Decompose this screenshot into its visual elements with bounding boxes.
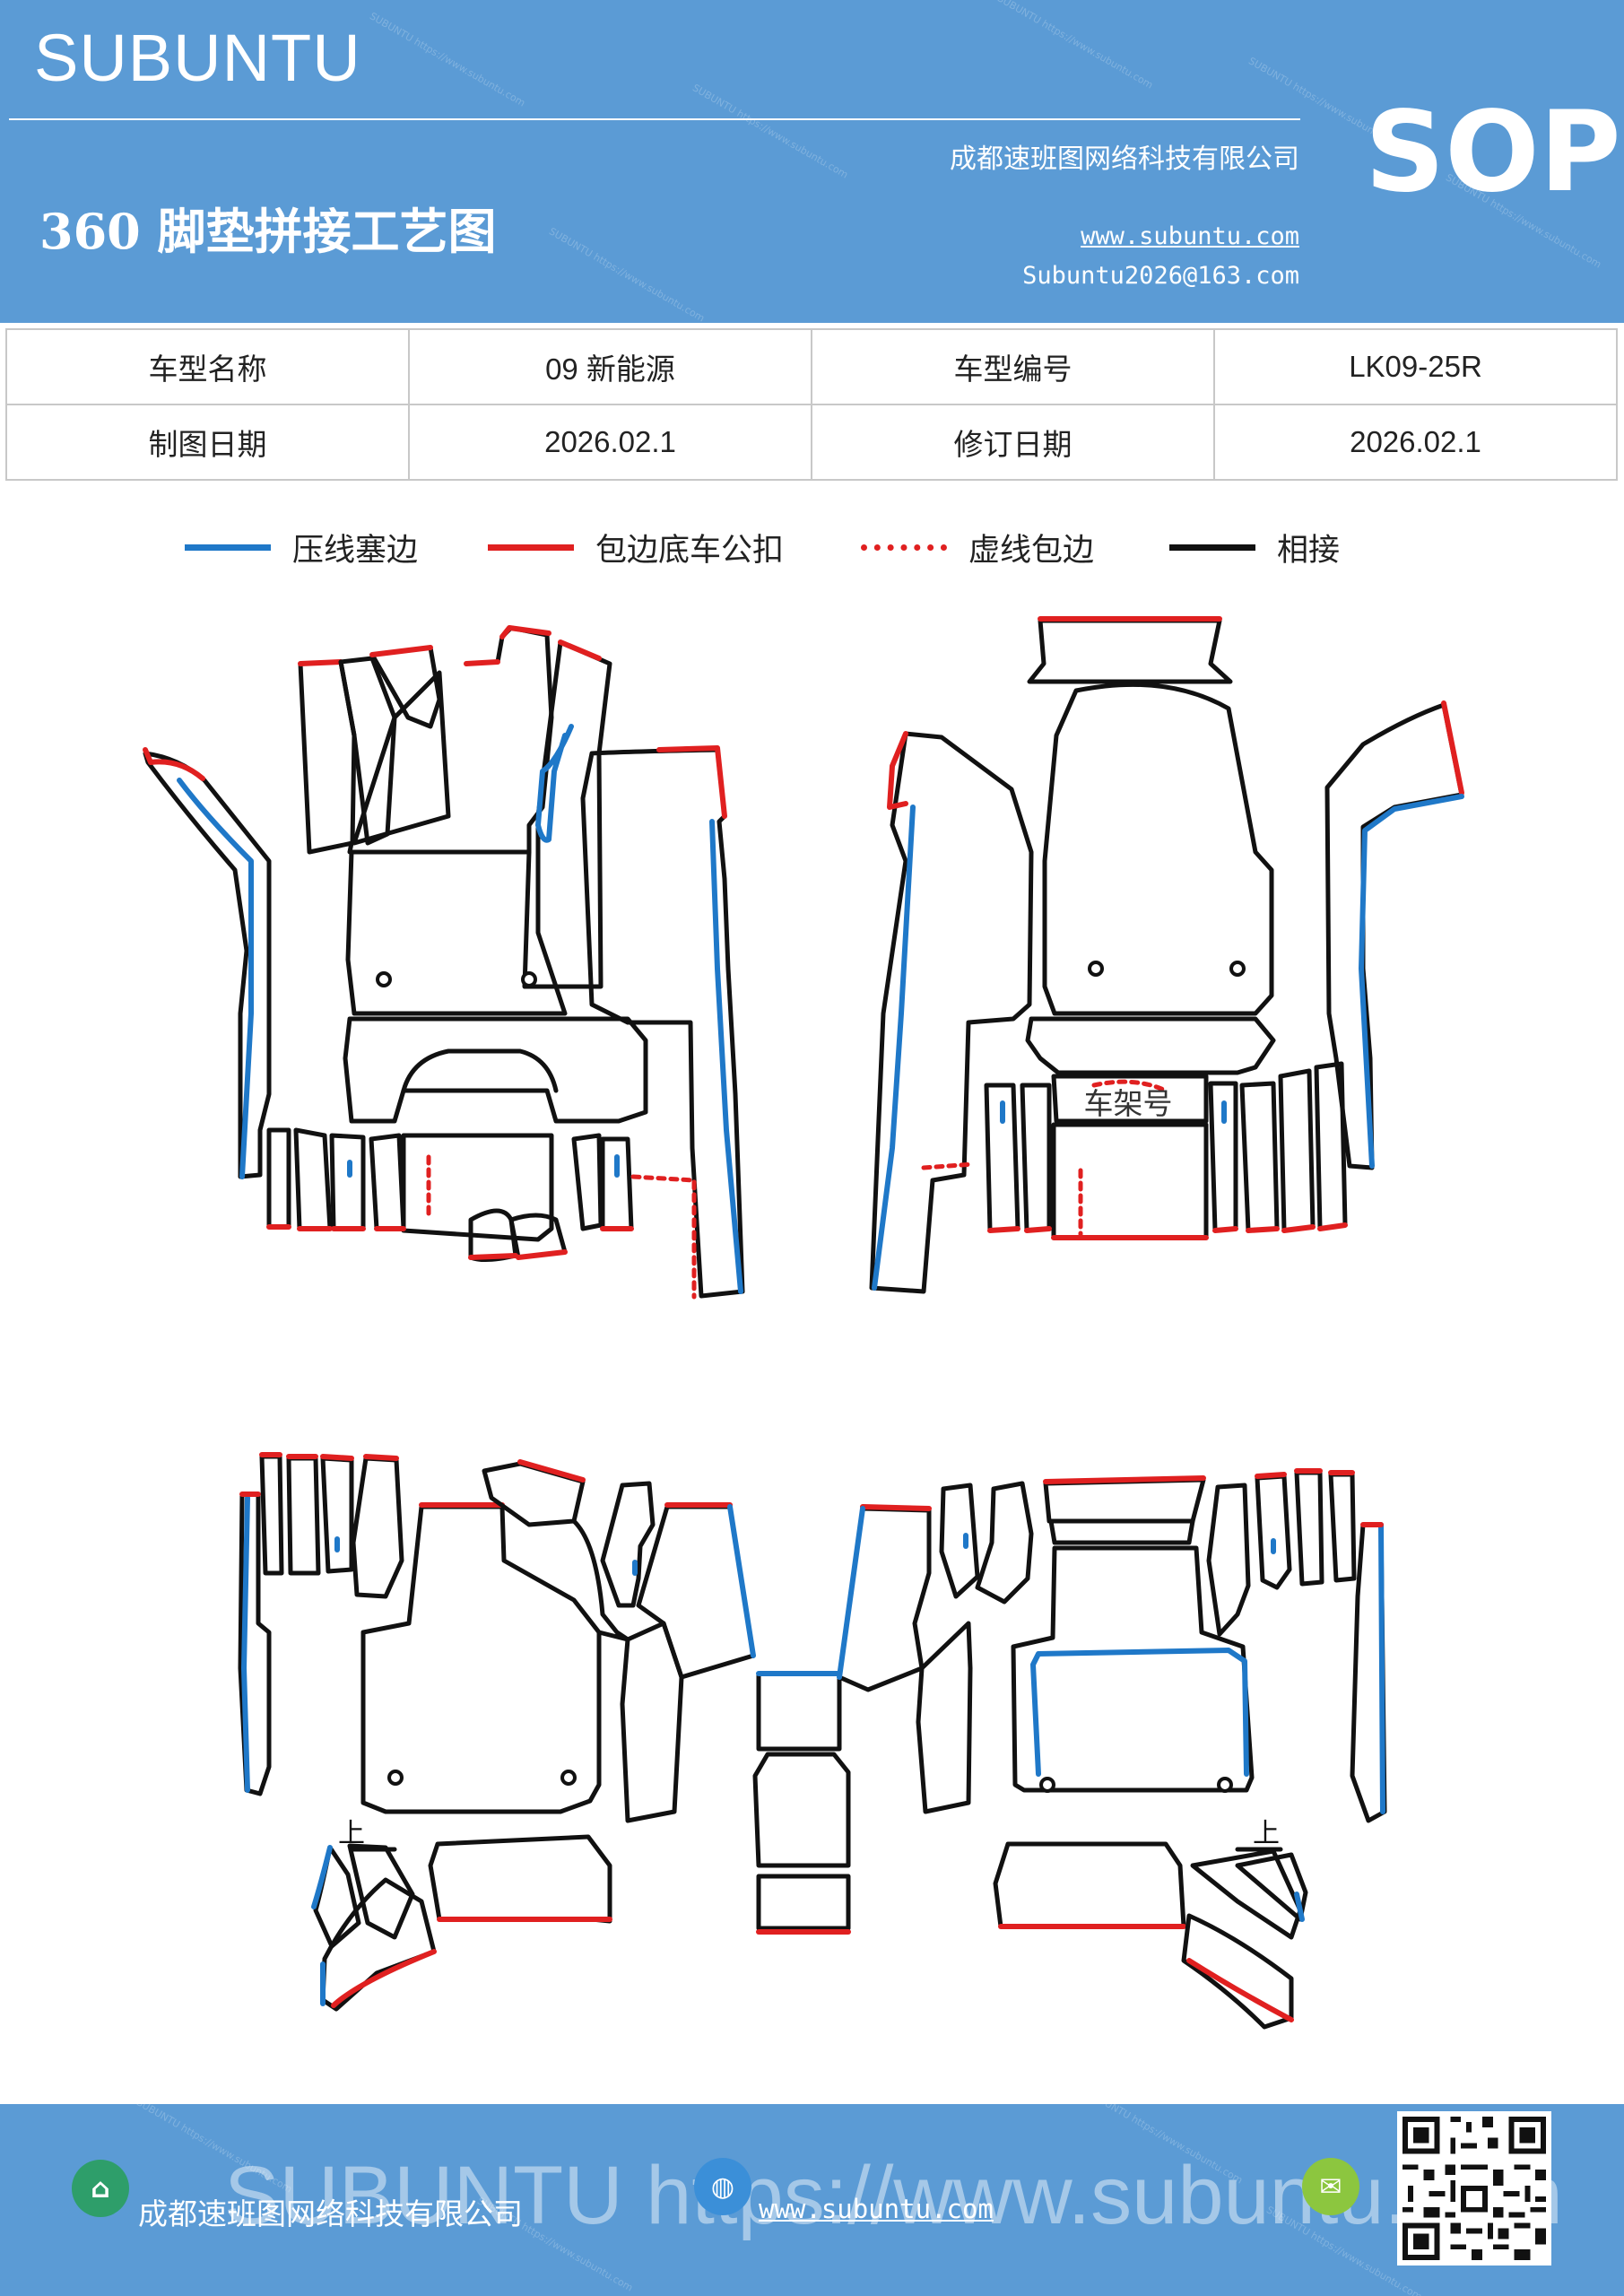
- vin-label: 车架号: [1084, 1086, 1173, 1121]
- watermark: SUBUNTU https://www.subuntu.com: [547, 225, 707, 323]
- table-cell-label: 车型名称: [5, 328, 410, 405]
- table-row: 车型名称 09 新能源 车型编号 LK09-25R: [5, 328, 1618, 405]
- brand-logo-text: SUBUNTU: [34, 21, 361, 95]
- mat-group-top-left: [143, 625, 745, 1300]
- up-mark-left: 上: [338, 1818, 365, 1849]
- wechat-icon: ✉: [1302, 2158, 1359, 2215]
- legend-item-wrap-edge: 包边底车公扣: [488, 520, 784, 574]
- header-banner: SUBUNTU https://www.subuntu.com SUBUNTU …: [0, 0, 1624, 323]
- legend-label: 包边底车公扣: [595, 532, 785, 569]
- table-cell-label: 修订日期: [811, 404, 1215, 481]
- table-cell-value: LK09-25R: [1213, 328, 1618, 405]
- table-cell-value: 2026.02.1: [1213, 404, 1618, 481]
- watermark: SUBUNTU https://www.subuntu.com: [690, 82, 850, 181]
- legend-label: 压线塞边: [292, 532, 419, 569]
- footer-website-link[interactable]: www.subuntu.com: [759, 2194, 994, 2224]
- legend-item-join: 相接: [1169, 520, 1340, 574]
- legend-item-press-line: 压线塞边: [185, 520, 418, 574]
- table-cell-value: 09 新能源: [408, 328, 812, 405]
- floor-mat-splice-diagram: .k { stroke:#111; stroke-width:5; fill:n…: [143, 616, 1464, 2030]
- vehicle-info-table: 车型名称 09 新能源 车型编号 LK09-25R 制图日期 2026.02.1…: [5, 328, 1618, 481]
- legend-swatch: [185, 544, 271, 551]
- header-divider: [9, 118, 1300, 120]
- legend-label: 相接: [1277, 532, 1341, 569]
- document-title: 360 脚垫拼接工艺图: [39, 203, 497, 260]
- mat-group-bottom-center: [752, 1671, 851, 1935]
- company-building-icon: ⌂: [72, 2160, 129, 2217]
- contact-email[interactable]: Subuntu2026@163.com: [1022, 262, 1299, 290]
- legend-swatch: [1169, 544, 1255, 551]
- watermark: SUBUNTU https://www.subuntu.com: [368, 10, 527, 109]
- table-cell-value: 2026.02.1: [408, 404, 812, 481]
- legend-swatch: [488, 544, 574, 551]
- globe-icon: ◍: [694, 2158, 751, 2215]
- table-cell-label: 车型编号: [811, 328, 1215, 405]
- mat-group-bottom-right: 上: [837, 1468, 1387, 2030]
- mat-group-top-right: 车架号: [869, 616, 1464, 1294]
- legend-swatch: [861, 544, 947, 551]
- up-mark-right: 上: [1253, 1818, 1280, 1849]
- footer-company-name: 成都速班图网络科技有限公司: [138, 2196, 523, 2231]
- footer-banner: SUBUNTU https://www.subuntu.com SUBUNTU …: [0, 2104, 1624, 2296]
- legend-label: 虚线包边: [968, 532, 1095, 569]
- table-row: 制图日期 2026.02.1 修订日期 2026.02.1: [5, 404, 1618, 481]
- qr-code-image: [1397, 2111, 1551, 2266]
- watermark: SUBUNTU https://www.subuntu.com: [995, 0, 1155, 91]
- table-cell-label: 制图日期: [5, 404, 410, 481]
- mat-group-bottom-left: 上: [238, 1452, 756, 2012]
- sop-badge: SOP: [1365, 88, 1621, 217]
- website-link[interactable]: www.subuntu.com: [1081, 222, 1299, 250]
- company-name: 成都速班图网络科技有限公司: [950, 144, 1299, 175]
- legend-item-dotted-wrap: 虚线包边: [861, 520, 1094, 574]
